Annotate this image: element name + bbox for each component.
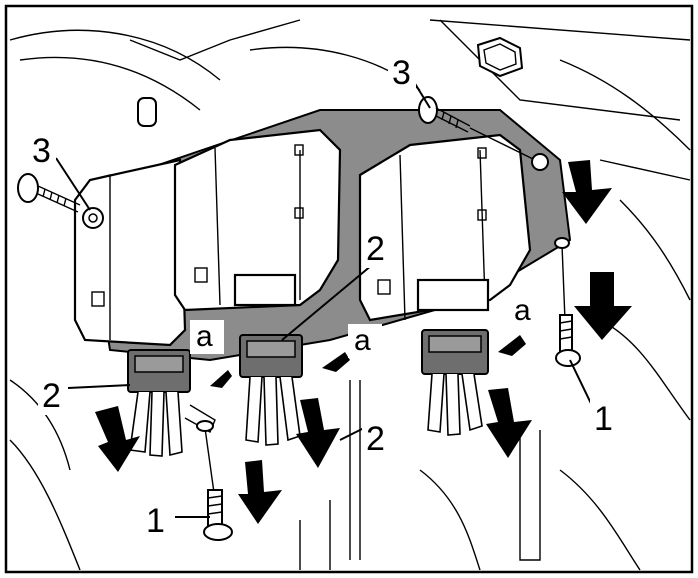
connector-center [239,334,303,446]
callout-a-left: a [196,320,213,353]
arrow-left-icon [498,335,526,356]
connector-left [127,349,216,457]
callout-1-right: 1 [594,400,613,438]
removal-arrows [95,160,632,524]
arrow-down-icon [95,406,140,472]
callout-3-left: 3 [32,132,51,170]
callout-2-mid-top: 2 [366,230,385,268]
control-module-right [358,133,532,322]
callout-a-mid: a [354,324,371,357]
callout-2-left: 2 [42,377,61,415]
fastener-bottom-right [554,237,581,367]
fastener-bottom-left [196,420,233,541]
callout-1-left: 1 [146,502,165,540]
connector-right [421,329,489,436]
callout-3-right: 3 [392,54,411,92]
control-module-center [173,128,342,312]
control-module-left [73,158,187,347]
arrow-down-icon [574,272,632,340]
bolt-top-right [418,96,549,171]
arrow-down-icon [296,398,340,468]
arrow-down-icon [486,388,532,458]
arrow-down-icon [562,160,612,224]
bolt-top-left [17,173,81,213]
callout-2-mid-bottom: 2 [366,420,385,458]
arrow-left-icon [210,370,232,388]
callout-a-right: a [514,294,531,327]
arrow-left-icon [322,352,350,372]
arrow-down-icon [238,460,282,524]
